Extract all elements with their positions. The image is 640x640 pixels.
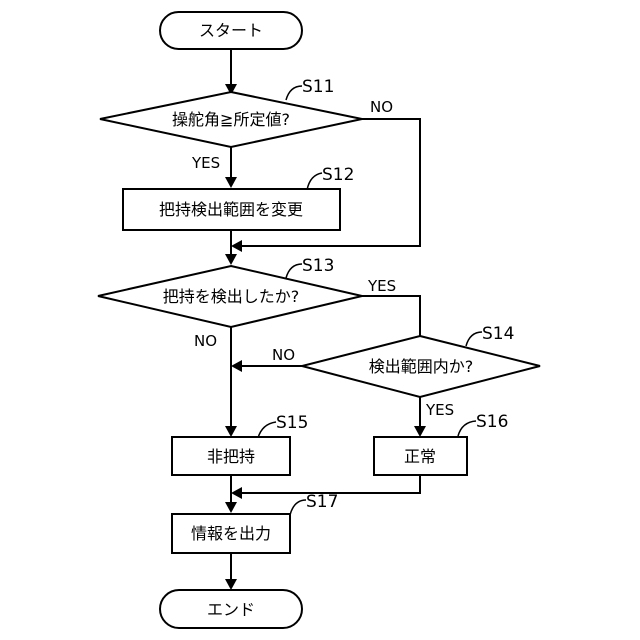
end-terminal: エンド — [160, 590, 302, 628]
edge-s16-merge — [238, 475, 420, 493]
step-label-s13: S13 — [302, 256, 334, 276]
start-terminal: スタート — [160, 12, 302, 49]
process-s15: 非把持 — [172, 437, 290, 475]
leader-s17 — [290, 500, 306, 515]
process-s17: 情報を出力 — [172, 514, 290, 553]
process-s12: 把持検出範囲を変更 — [123, 189, 340, 230]
step-label-s16: S16 — [476, 412, 508, 432]
leader-s14 — [466, 332, 482, 346]
arrowhead-s17 — [225, 502, 237, 513]
start-label: スタート — [199, 21, 263, 40]
decision-s13-label: 把持を検出したか? — [163, 287, 300, 306]
leader-s15 — [258, 422, 276, 438]
step-label-s17: S17 — [306, 492, 338, 512]
branch-label-s11-yes: YES — [191, 154, 220, 172]
end-label: エンド — [207, 600, 255, 619]
leader-s16 — [458, 421, 476, 436]
branch-label-s14-yes: YES — [425, 401, 454, 419]
decision-s14: 検出範囲内か? — [302, 336, 540, 397]
branch-label-s14-no: NO — [272, 346, 295, 364]
step-label-s15: S15 — [276, 413, 308, 433]
leader-s11 — [286, 86, 302, 100]
step-label-s11: S11 — [302, 77, 334, 97]
step-label-s12: S12 — [322, 165, 354, 185]
arrowhead-s13 — [225, 254, 237, 265]
process-s17-label: 情報を出力 — [191, 524, 271, 543]
branch-label-s11-no: NO — [370, 98, 393, 116]
process-s16: 正常 — [374, 437, 467, 475]
arrowhead-s16 — [414, 426, 426, 437]
arrowhead-merge1 — [231, 240, 242, 252]
process-s16-label: 正常 — [404, 447, 436, 466]
branch-label-s13-yes: YES — [367, 277, 396, 295]
edge-s13-yes — [362, 296, 420, 336]
decision-s11: 操舵角≧所定値? — [100, 92, 362, 147]
leader-s12 — [307, 173, 322, 190]
arrowhead-s12 — [225, 177, 237, 188]
arrowhead-s14-no — [231, 360, 242, 372]
decision-s11-label: 操舵角≧所定値? — [172, 110, 290, 129]
leader-s13 — [286, 264, 302, 278]
process-s12-label: 把持検出範囲を変更 — [159, 200, 303, 219]
step-label-s14: S14 — [482, 324, 514, 344]
arrowhead-s15 — [225, 426, 237, 437]
branch-label-s13-no: NO — [194, 332, 217, 350]
arrowhead-end — [225, 579, 237, 590]
process-s15-label: 非把持 — [207, 447, 255, 466]
arrowhead-merge2 — [231, 487, 242, 499]
decision-s14-label: 検出範囲内か? — [369, 357, 474, 376]
